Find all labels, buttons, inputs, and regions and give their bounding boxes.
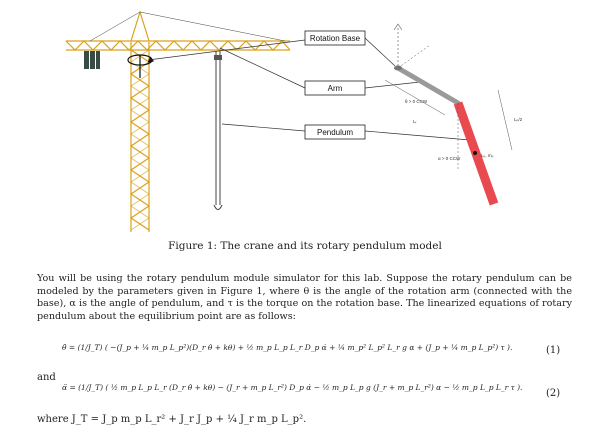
label-pendulum: Pendulum [221,123,471,141]
equation-2: α̈ = (1/J_T) ( ½ m_p L_p L_r (D_r θ̇ + k… [62,383,523,392]
pendulum-cable [213,51,223,210]
equation-1-number: (1) [546,345,561,356]
figure-caption: Figure 1: The crane and its rotary pendu… [168,240,442,252]
pendulum-model: θ > 0 CCW α > 0 CCW Lₚ/2 Lᵣ Lₚ, mₚ [384,23,523,206]
svg-text:Rotation Base: Rotation Base [310,34,361,43]
label-rotation-base: Rotation Base [147,30,396,67]
label-arm: Arm [219,47,421,96]
crane-figure: Rotation Base Arm Pendulum θ > 0 CCW α >… [65,9,523,232]
svg-text:Arm: Arm [328,84,343,93]
equation-2-number: (2) [546,388,561,399]
crane-jib [65,40,291,51]
crane-peak [89,9,286,42]
equation-1: θ̈ = (1/J_T) ( −(J_p + ¼ m_p L_p²)(D_r θ… [62,343,513,352]
where-text: where J_T = J_p m_p L_r² + J_r J_p + ¼ J… [37,414,307,425]
crane-tower [129,42,151,232]
svg-text:θ > 0 CCW: θ > 0 CCW [405,99,428,104]
svg-text:α > 0 CCW: α > 0 CCW [438,156,461,161]
body-paragraph: You will be using the rotary pendulum mo… [37,273,572,322]
counterweight [84,51,100,69]
svg-text:Pendulum: Pendulum [317,128,353,137]
svg-text:Lₚ, mₚ: Lₚ, mₚ [481,153,494,158]
svg-text:Lᵣ: Lᵣ [413,119,417,124]
svg-text:Lₚ/2: Lₚ/2 [514,117,523,122]
and-text: and [37,372,56,383]
